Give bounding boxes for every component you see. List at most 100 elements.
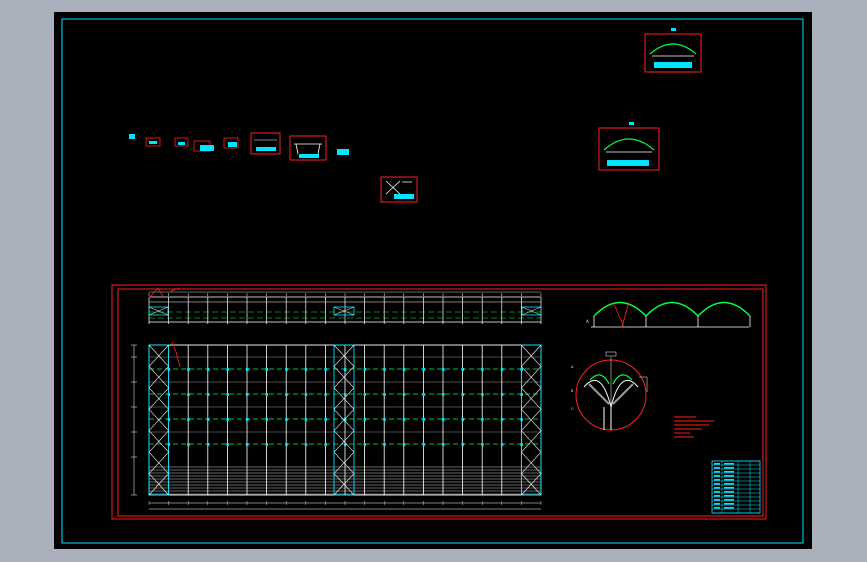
plan-column-marker [324, 368, 327, 371]
gutter-detail-circle[interactable]: A B C [571, 351, 648, 431]
plan-cross-brace [148, 366, 169, 389]
title-block-text-mark [724, 467, 734, 469]
plan-column-marker [285, 368, 288, 371]
plan-column-marker [500, 418, 504, 421]
plan-column-marker [500, 368, 504, 371]
plan-column-marker [344, 393, 347, 396]
plan-column-marker [442, 418, 445, 421]
plan-column-marker [481, 443, 484, 446]
title-block-text-mark [714, 479, 720, 481]
plan-bracing-bay [148, 344, 170, 496]
plan-column-marker [246, 418, 249, 421]
cad-viewport[interactable]: A A B C [54, 12, 812, 549]
plan-column-marker [324, 418, 327, 421]
longitudinal-elevation[interactable] [148, 287, 542, 324]
svg-text:B: B [571, 389, 574, 393]
plan-bracing-bay [333, 344, 355, 496]
detail-thumb-2[interactable] [145, 137, 161, 147]
plan-cross-brace [521, 387, 542, 410]
plan-cross-brace [148, 430, 169, 453]
sheet-frame-outer [111, 284, 767, 520]
title-block-text-mark [724, 471, 734, 473]
plan-column-marker [461, 393, 465, 396]
plan-cross-brace [521, 430, 542, 453]
plan-column-marker [442, 368, 445, 371]
plan-column-marker [187, 443, 190, 446]
plan-cross-brace [521, 473, 542, 496]
plan-column-marker [402, 443, 406, 446]
plan-column-marker [265, 443, 269, 446]
title-block-text-mark [714, 487, 720, 489]
elevation-bracing [148, 306, 169, 316]
cross-section-arches[interactable]: A [586, 301, 751, 328]
roof-plan[interactable] [131, 341, 542, 510]
plan-bracing-bay [520, 344, 542, 496]
title-block-text-mark [724, 503, 734, 505]
detail-thumb-6[interactable] [250, 132, 281, 155]
plan-column-marker [285, 443, 288, 446]
plan-cross-brace [521, 344, 542, 367]
detail-thumb-9[interactable] [380, 176, 418, 203]
plan-column-marker [187, 418, 190, 421]
plan-column-marker [206, 393, 210, 396]
title-block-text-mark [724, 499, 734, 501]
plan-cross-brace [148, 473, 169, 496]
sheet-border [61, 18, 804, 544]
title-block-text-mark [724, 483, 734, 485]
plan-column-marker [206, 443, 210, 446]
plan-column-marker [402, 418, 406, 421]
detail-thumbnail-group[interactable] [129, 28, 702, 203]
plan-cross-brace [521, 366, 542, 389]
detail-thumb-3[interactable] [174, 137, 189, 147]
plan-column-marker [226, 418, 229, 421]
title-block-text-mark [724, 495, 734, 497]
detail-thumb-1[interactable] [129, 134, 135, 139]
detail-thumb-arch-2[interactable] [598, 122, 660, 171]
plan-column-marker [344, 443, 347, 446]
title-block[interactable] [711, 460, 761, 514]
plan-column-marker [344, 418, 347, 421]
detail-thumb-7[interactable] [289, 135, 327, 161]
notes-block [674, 416, 714, 438]
plan-column-marker [285, 393, 288, 396]
plan-column-marker [304, 393, 308, 396]
plan-cross-brace [333, 387, 355, 410]
title-block-text-mark [714, 499, 720, 501]
plan-column-marker [481, 368, 484, 371]
plan-column-marker [265, 418, 269, 421]
plan-cross-brace [521, 451, 542, 474]
plan-column-marker [265, 368, 269, 371]
plan-column-marker [422, 443, 425, 446]
plan-column-marker [206, 368, 210, 371]
plan-column-marker [461, 368, 465, 371]
plan-column-marker [500, 443, 504, 446]
title-block-text-mark [714, 495, 720, 497]
detail-thumb-8[interactable] [337, 149, 349, 155]
elevation-bracing-bay [333, 306, 355, 316]
plan-cross-brace [148, 344, 169, 367]
elevation-bracing [333, 306, 355, 316]
plan-column-marker [383, 393, 386, 396]
title-block-text-mark [714, 491, 720, 493]
sheet-frame-inner [117, 288, 764, 517]
main-drawing-sheet[interactable]: A A B C [111, 284, 767, 520]
plan-column-marker [285, 418, 288, 421]
plan-cross-brace [521, 409, 542, 431]
plan-cross-brace [333, 366, 355, 389]
plan-column-marker [265, 393, 269, 396]
plan-column-marker [304, 418, 308, 421]
plan-column-marker [226, 368, 229, 371]
plan-cross-brace [333, 473, 355, 496]
plan-column-marker [304, 443, 308, 446]
plan-column-marker [402, 393, 406, 396]
plan-column-marker [422, 418, 425, 421]
elevation-bracing-bay [521, 306, 542, 316]
drawing-canvas[interactable]: A A B C [54, 12, 812, 549]
detail-thumb-5[interactable] [223, 137, 239, 149]
elevation-bracing-bay [148, 306, 169, 316]
detail-thumb-arch-1[interactable] [644, 28, 702, 73]
plan-cross-brace [148, 451, 169, 474]
plan-cross-brace [333, 451, 355, 474]
plan-column-marker [363, 418, 367, 421]
detail-thumb-4[interactable] [193, 140, 214, 152]
